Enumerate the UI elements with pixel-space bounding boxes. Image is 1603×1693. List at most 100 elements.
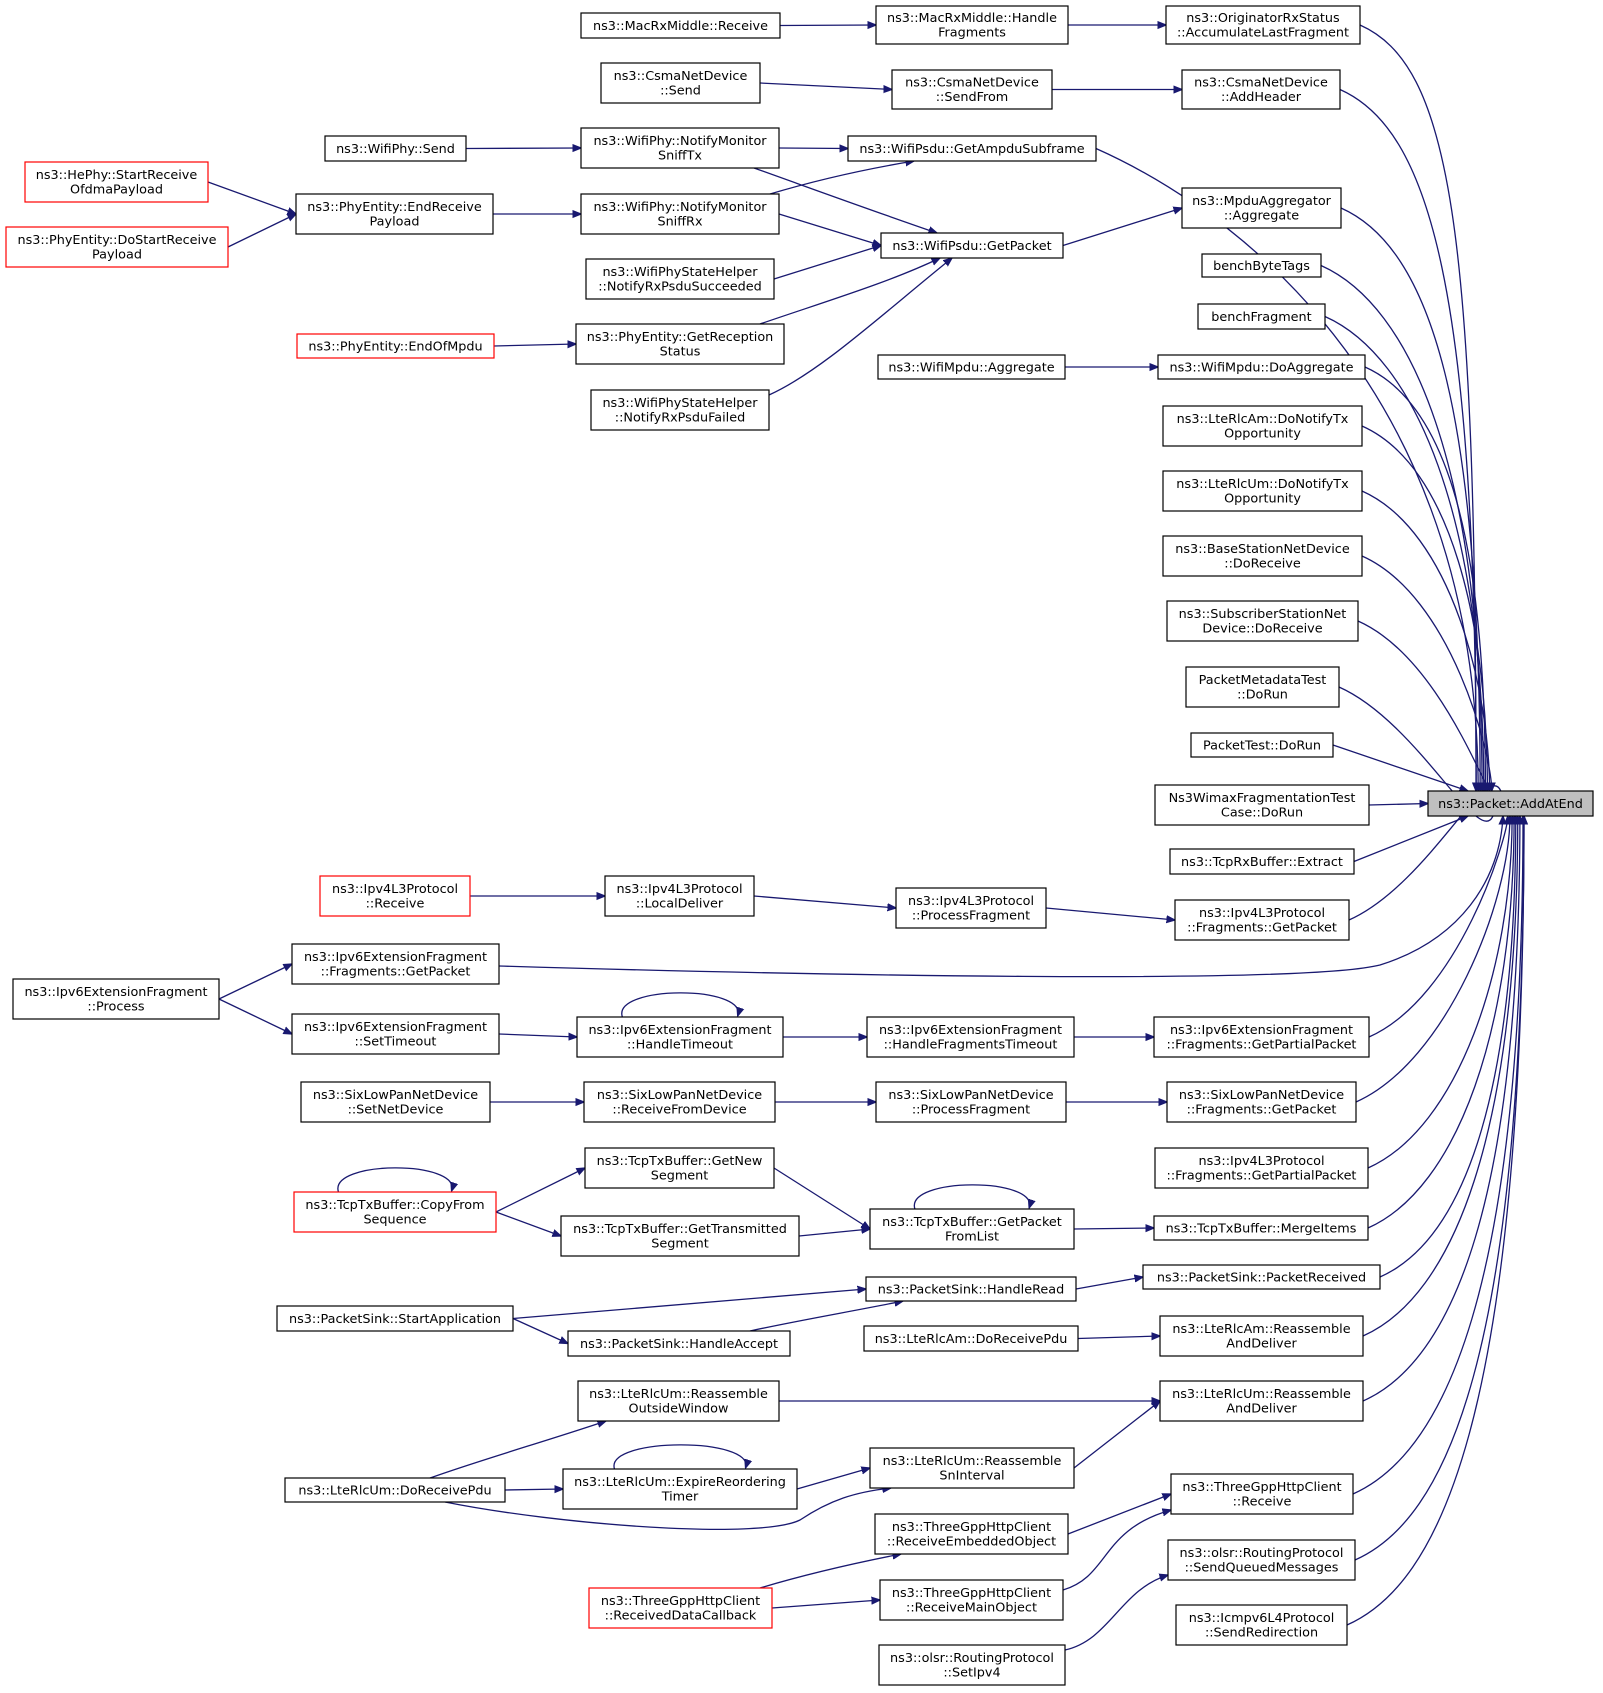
node-threegpp-receive[interactable]: ns3::ThreeGppHttpClient::Receive <box>1170 1473 1354 1515</box>
node-benchbytetags[interactable]: benchByteTags <box>1201 253 1322 278</box>
node-wifimpdu-doaggregate[interactable]: ns3::WifiMpdu::DoAggregate <box>1157 354 1366 380</box>
node-box <box>580 127 780 169</box>
node-lterlcum-doreceivepdu[interactable]: ns3::LteRlcUm::DoReceivePdu <box>284 1477 506 1503</box>
node-label-line: ns3::Ipv6ExtensionFragment <box>304 1020 487 1035</box>
node-packetsink-handleaccept[interactable]: ns3::PacketSink::HandleAccept <box>567 1330 791 1357</box>
node-subscriberstation-doreceive[interactable]: ns3::SubscriberStationNetDevice::DoRecei… <box>1166 600 1359 642</box>
node-label-line: ns3::BaseStationNetDevice <box>1175 542 1350 557</box>
node-packettest-dorun[interactable]: PacketTest::DoRun <box>1190 732 1334 758</box>
node-label-line: ::Fragments::GetPartialPacket <box>1167 1169 1357 1184</box>
node-ipv6ext-handlefragmentstimeout[interactable]: ns3::Ipv6ExtensionFragment::HandleFragme… <box>866 1016 1075 1058</box>
node-label-line: ::SetNetDevice <box>348 1103 444 1118</box>
node-label-line: AndDeliver <box>1226 1402 1297 1417</box>
node-lterlcam-doreceivepdu[interactable]: ns3::LteRlcAm::DoReceivePdu <box>863 1325 1079 1352</box>
node-ipv6ext-handletimeout[interactable]: ns3::Ipv6ExtensionFragment::HandleTimeou… <box>576 1016 784 1058</box>
node-wifimpdu-aggregate[interactable]: ns3::WifiMpdu::Aggregate <box>877 354 1066 380</box>
node-threegpp-receivemainobject[interactable]: ns3::ThreeGppHttpClient::ReceiveMainObje… <box>879 1579 1064 1621</box>
node-mpduaggregator-aggregate[interactable]: ns3::MpduAggregator::Aggregate <box>1181 187 1342 229</box>
node-benchfragment[interactable]: benchFragment <box>1197 303 1326 330</box>
node-csma-sendfrom[interactable]: ns3::CsmaNetDevice::SendFrom <box>891 69 1053 110</box>
node-sixlowpan-receivefromdevice[interactable]: ns3::SixLowPanNetDevice::ReceiveFromDevi… <box>583 1081 776 1123</box>
node-sixlowpan-setnetdevice[interactable]: ns3::SixLowPanNetDevice::SetNetDevice <box>300 1081 491 1123</box>
node-packetmetadatatest-dorun[interactable]: PacketMetadataTest::DoRun <box>1185 666 1340 708</box>
node-threegpp-receiveembedded[interactable]: ns3::ThreeGppHttpClient::ReceiveEmbedded… <box>874 1513 1069 1555</box>
node-macrxmiddle-receive[interactable]: ns3::MacRxMiddle::Receive <box>580 12 781 39</box>
node-label-line: ns3::olsr::RoutingProtocol <box>1180 1546 1344 1561</box>
node-ipv6ext-process[interactable]: ns3::Ipv6ExtensionFragment::Process <box>12 978 220 1020</box>
node-box <box>567 1330 791 1357</box>
node-originatorrxstatus-accumulate[interactable]: ns3::OriginatorRxStatus::AccumulateLastF… <box>1165 5 1361 45</box>
node-ipv4l3-fragments-getpartial[interactable]: ns3::Ipv4L3Protocol::Fragments::GetParti… <box>1154 1147 1369 1189</box>
node-wifipsdu-getpacket[interactable]: ns3::WifiPsdu::GetPacket <box>880 232 1064 259</box>
node-label-line: ns3::TcpTxBuffer::GetTransmitted <box>573 1222 787 1237</box>
node-label-line: ns3::WifiPhyStateHelper <box>602 265 758 280</box>
node-label-line: Case::DoRun <box>1221 806 1303 821</box>
node-olsr-setipv4[interactable]: ns3::olsr::RoutingProtocol::SetIpv4 <box>878 1644 1066 1686</box>
node-wifiphystatehelper-failed[interactable]: ns3::WifiPhyStateHelper::NotifyRxPsduFai… <box>590 389 770 431</box>
node-label-line: ::DoRun <box>1237 688 1288 703</box>
node-wifipsdu-getampdu[interactable]: ns3::WifiPsdu::GetAmpduSubframe <box>847 135 1097 162</box>
node-ipv4l3-processfragment[interactable]: ns3::Ipv4L3Protocol::ProcessFragment <box>895 887 1047 929</box>
node-label-line: ns3::Ipv6ExtensionFragment <box>1170 1023 1353 1038</box>
node-label-line: ns3::WifiPhy::NotifyMonitor <box>593 200 767 215</box>
edge-ipv6ext_process-to-ipv6ext_fragments_getpacket <box>218 964 292 1000</box>
root-node[interactable]: ns3::Packet::AddAtEnd <box>1427 790 1594 817</box>
node-packetsink-handleread[interactable]: ns3::PacketSink::HandleRead <box>865 1276 1077 1302</box>
node-macrxmiddle-handlefragments[interactable]: ns3::MacRxMiddle::HandleFragments <box>875 5 1069 45</box>
node-ipv6ext-settimeout[interactable]: ns3::Ipv6ExtensionFragment::SetTimeout <box>291 1013 500 1055</box>
node-box <box>1159 1315 1364 1357</box>
node-label-line: Device::DoReceive <box>1202 622 1322 637</box>
node-sixlowpan-processfragment[interactable]: ns3::SixLowPanNetDevice::ProcessFragment <box>875 1081 1067 1123</box>
node-tcptxbuffer-mergeitems[interactable]: ns3::TcpTxBuffer::MergeItems <box>1153 1215 1369 1241</box>
node-label-line: ::LocalDeliver <box>636 897 724 912</box>
node-label-line: ns3::WifiPhy::Send <box>336 142 455 157</box>
self-loop-ipv6ext_handletimeout <box>621 992 738 1017</box>
node-packetsink-packetreceived[interactable]: ns3::PacketSink::PacketReceived <box>1142 1264 1381 1290</box>
node-icmpv6l4-sendredirection[interactable]: ns3::Icmpv6L4Protocol::SendRedirection <box>1175 1604 1348 1646</box>
node-csma-send[interactable]: ns3::CsmaNetDevice::Send <box>600 62 761 104</box>
node-ipv6ext-fragments-getpacket[interactable]: ns3::Ipv6ExtensionFragment::Fragments::G… <box>291 943 500 985</box>
node-ipv4l3-receive[interactable]: ns3::Ipv4L3Protocol::Receive <box>319 875 471 917</box>
node-label-line: Opportunity <box>1224 427 1301 442</box>
node-box <box>874 1513 1069 1555</box>
node-basestation-doreceive[interactable]: ns3::BaseStationNetDevice::DoReceive <box>1162 535 1363 577</box>
node-ipv4l3-fragments-getpacket[interactable]: ns3::Ipv4L3Protocol::Fragments::GetPacke… <box>1174 899 1350 941</box>
node-ipv6ext-fragments-getpartial[interactable]: ns3::Ipv6ExtensionFragment::Fragments::G… <box>1153 1016 1370 1058</box>
node-sixlowpan-fragments-getpacket[interactable]: ns3::SixLowPanNetDevice::Fragments::GetP… <box>1166 1081 1357 1123</box>
node-olsr-sendqueued[interactable]: ns3::olsr::RoutingProtocol::SendQueuedMe… <box>1167 1539 1356 1581</box>
node-label-line: ns3::Ipv6ExtensionFragment <box>304 950 487 965</box>
node-label-line: ns3::Ipv4L3Protocol <box>1199 906 1325 921</box>
node-threegpp-receiveddatacallback[interactable]: ns3::ThreeGppHttpClient::ReceivedDataCal… <box>588 1587 773 1629</box>
node-tcprxbuffer-extract[interactable]: ns3::TcpRxBuffer::Extract <box>1169 848 1355 875</box>
node-label-line: ::AddHeader <box>1221 90 1302 105</box>
node-phyentity-endofmpdu[interactable]: ns3::PhyEntity::EndOfMpdu <box>296 333 495 359</box>
node-label-line: ns3::SixLowPanNetDevice <box>313 1088 478 1103</box>
node-label-line: OutsideWindow <box>629 1402 729 1417</box>
node-csma-addheader[interactable]: ns3::CsmaNetDevice::AddHeader <box>1181 69 1341 110</box>
node-box <box>1190 732 1334 758</box>
node-box <box>895 887 1047 929</box>
node-packetsink-startapplication[interactable]: ns3::PacketSink::StartApplication <box>276 1305 514 1332</box>
node-wifiphystatehelper-succeeded[interactable]: ns3::WifiPhyStateHelper::NotifyRxPsduSuc… <box>585 258 775 300</box>
node-label-line: ns3::ThreeGppHttpClient <box>892 1520 1051 1535</box>
node-wifiphy-send[interactable]: ns3::WifiPhy::Send <box>324 135 467 162</box>
node-ipv4l3-localdeliver[interactable]: ns3::Ipv4L3Protocol::LocalDeliver <box>604 875 755 917</box>
